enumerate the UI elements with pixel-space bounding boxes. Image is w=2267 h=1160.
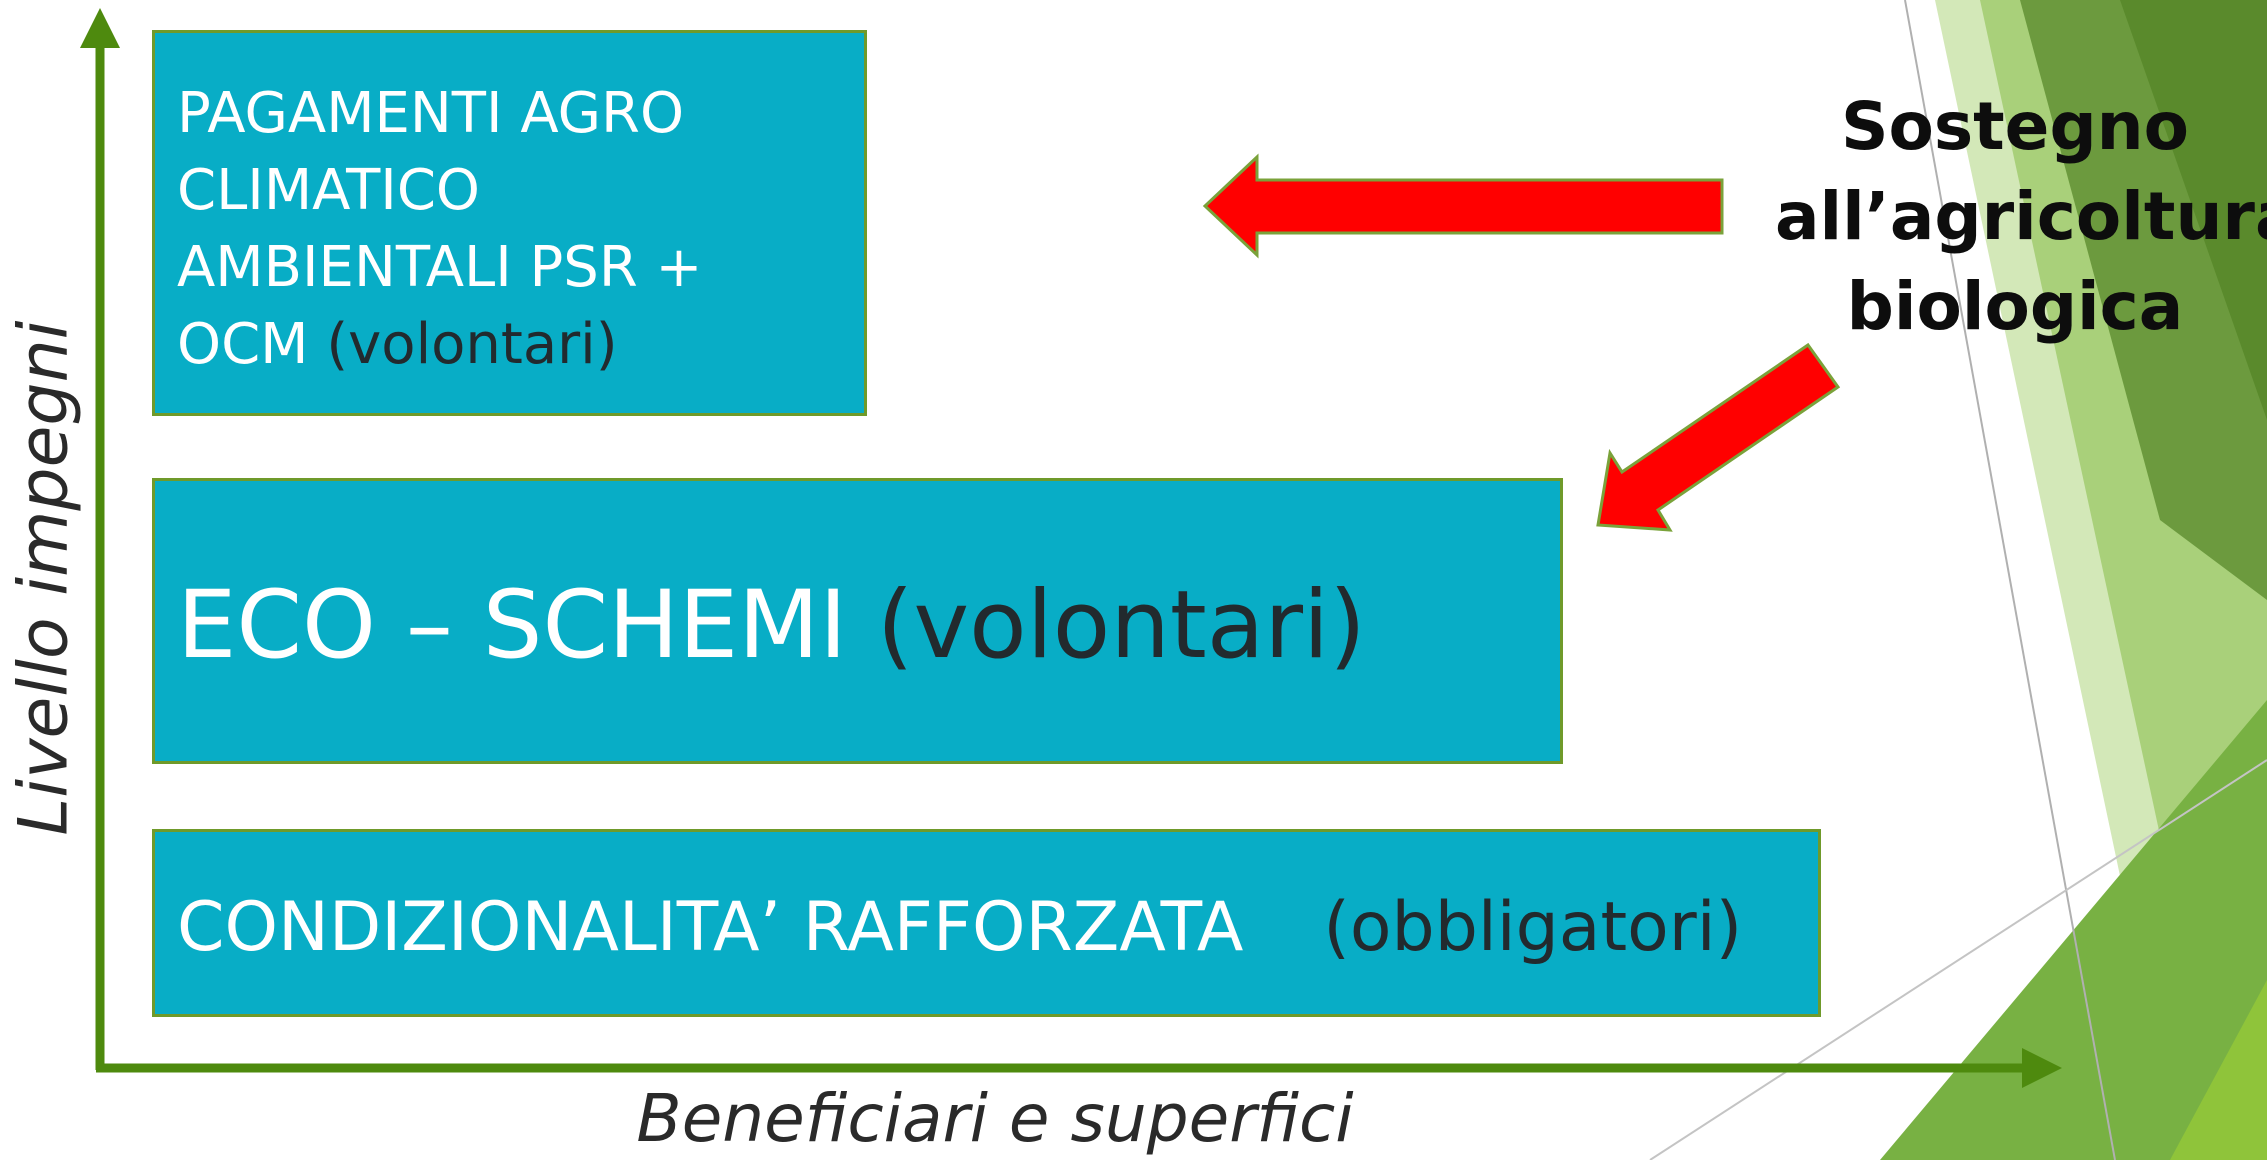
organic-support-callout: Sostegno all’agricoltura biologica <box>1775 82 2267 352</box>
x-axis-label: Beneficiari e superfici <box>636 1080 1354 1157</box>
decor-line-1 <box>1904 0 2116 1160</box>
top-box-line-3: AMBIENTALI PSR + <box>177 235 703 300</box>
arrow-to-top-box <box>1202 153 1724 259</box>
y-axis-label: Livello impegni <box>4 320 84 836</box>
callout-line-2: all’agricoltura <box>1775 178 2267 255</box>
decor-band-olive <box>2120 0 2267 420</box>
eco-schemes-text: ECO – SCHEMI (volontari) <box>177 571 1366 681</box>
top-box-line-1: PAGAMENTI AGRO <box>177 81 685 146</box>
decor-line-2 <box>1649 759 2267 1160</box>
conditionality-box: CONDIZIONALITA’ RAFFORZATA (obbligatori) <box>152 829 1821 1017</box>
conditionality-text: CONDIZIONALITA’ RAFFORZATA (obbligatori) <box>177 888 1742 968</box>
x-axis-arrowhead <box>2022 1048 2062 1088</box>
top-box-note: (volontari) <box>326 312 618 377</box>
eco-schemes-note: (volontari) <box>876 571 1366 680</box>
callout-line-1: Sostegno <box>1840 88 2190 165</box>
agri-environment-payments-box: PAGAMENTI AGRO CLIMATICO AMBIENTALI PSR … <box>152 30 867 416</box>
callout-line-3: biologica <box>1846 268 2184 345</box>
arrow-to-middle-box <box>1596 342 1841 532</box>
top-box-line-4: OCM (volontari) <box>177 306 837 383</box>
top-box-line-2: CLIMATICO <box>177 158 480 223</box>
conditionality-title: CONDIZIONALITA’ RAFFORZATA <box>177 888 1244 967</box>
conditionality-note: (obbligatori) <box>1323 888 1743 967</box>
decor-wedge-bright <box>2170 980 2267 1160</box>
eco-schemes-box: ECO – SCHEMI (volontari) <box>152 478 1563 764</box>
y-axis-arrowhead <box>80 8 120 48</box>
top-box-ocm: OCM <box>177 312 309 377</box>
eco-schemes-title: ECO – SCHEMI <box>177 571 847 680</box>
agri-environment-payments-text: PAGAMENTI AGRO CLIMATICO AMBIENTALI PSR … <box>177 75 837 383</box>
